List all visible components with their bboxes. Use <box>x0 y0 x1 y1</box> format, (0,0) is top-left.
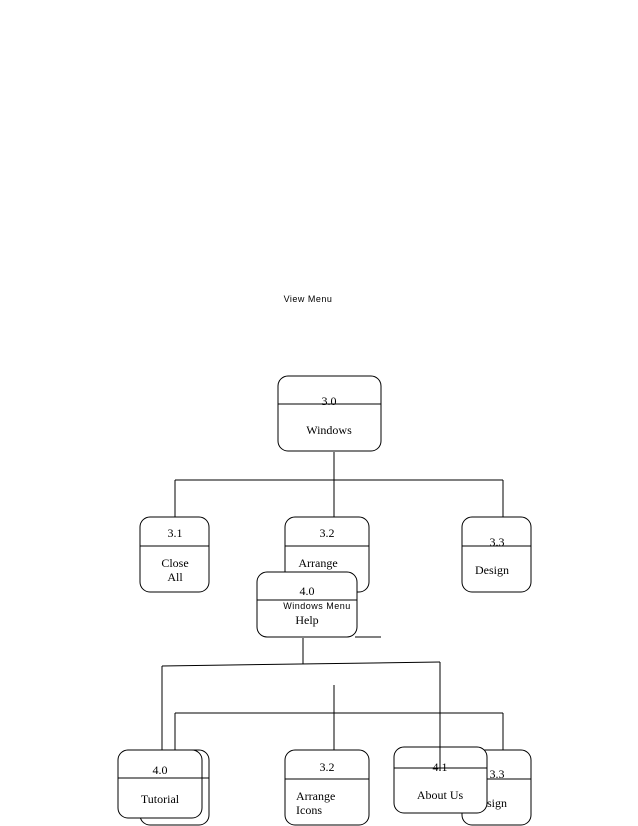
box-4-0-tutorial: 4.0 Tutorial <box>117 749 209 819</box>
windows-menu-caption: Windows Menu <box>283 601 351 611</box>
box-label: Design <box>475 563 509 577</box>
box-number: 3.2 <box>320 760 335 774</box>
box-number: 3.2 <box>320 526 335 540</box>
box-number: 3.3 <box>490 535 505 549</box>
box-3-2-arrange-icons: 3.2 Arrange Icons <box>284 749 370 826</box>
box-4-1-about-us: 4.1 About Us <box>393 746 488 814</box>
box-3-3-frame <box>461 516 532 593</box>
box-label-line2: All <box>167 570 183 584</box>
box-3-1-close-all: 3.1 Close All <box>139 516 210 593</box>
box-number: 4.1 <box>433 760 448 774</box>
box-number: 3.1 <box>168 526 183 540</box>
box-3-1-frame <box>139 516 210 593</box>
box-label-line1: Arrange <box>296 789 335 803</box>
box-label: Tutorial <box>141 792 180 806</box>
box-4-0-help: 4.0 Windows Menu Help <box>256 571 358 638</box>
connectors-windows <box>174 452 504 517</box>
box-3-0-frame <box>277 375 382 452</box>
box-3-2-lower-frame <box>284 749 370 826</box>
box-label-line1: Close <box>161 556 188 570</box>
box-number: 3.3 <box>490 767 505 781</box>
box-label: sign <box>487 796 507 810</box>
box-4-0-tutorial-frame <box>117 749 203 819</box>
box-number: 3.0 <box>322 394 337 408</box>
box-label: Help <box>295 613 318 627</box>
box-label: About Us <box>417 788 464 802</box>
box-number: 4.0 <box>300 584 315 598</box>
box-number: 4.0 <box>153 763 168 777</box>
box-label: Windows <box>306 423 352 437</box>
connector-line <box>161 661 441 667</box>
view-menu-caption: View Menu <box>284 294 333 304</box>
box-3-0-windows: 3.0 Windows <box>277 375 382 452</box>
box-4-0-frame <box>256 571 358 638</box>
box-3-3-design: 3.3 Design <box>461 516 532 593</box>
box-label: Arrange <box>298 556 337 570</box>
box-label-line2: Icons <box>296 803 322 817</box>
